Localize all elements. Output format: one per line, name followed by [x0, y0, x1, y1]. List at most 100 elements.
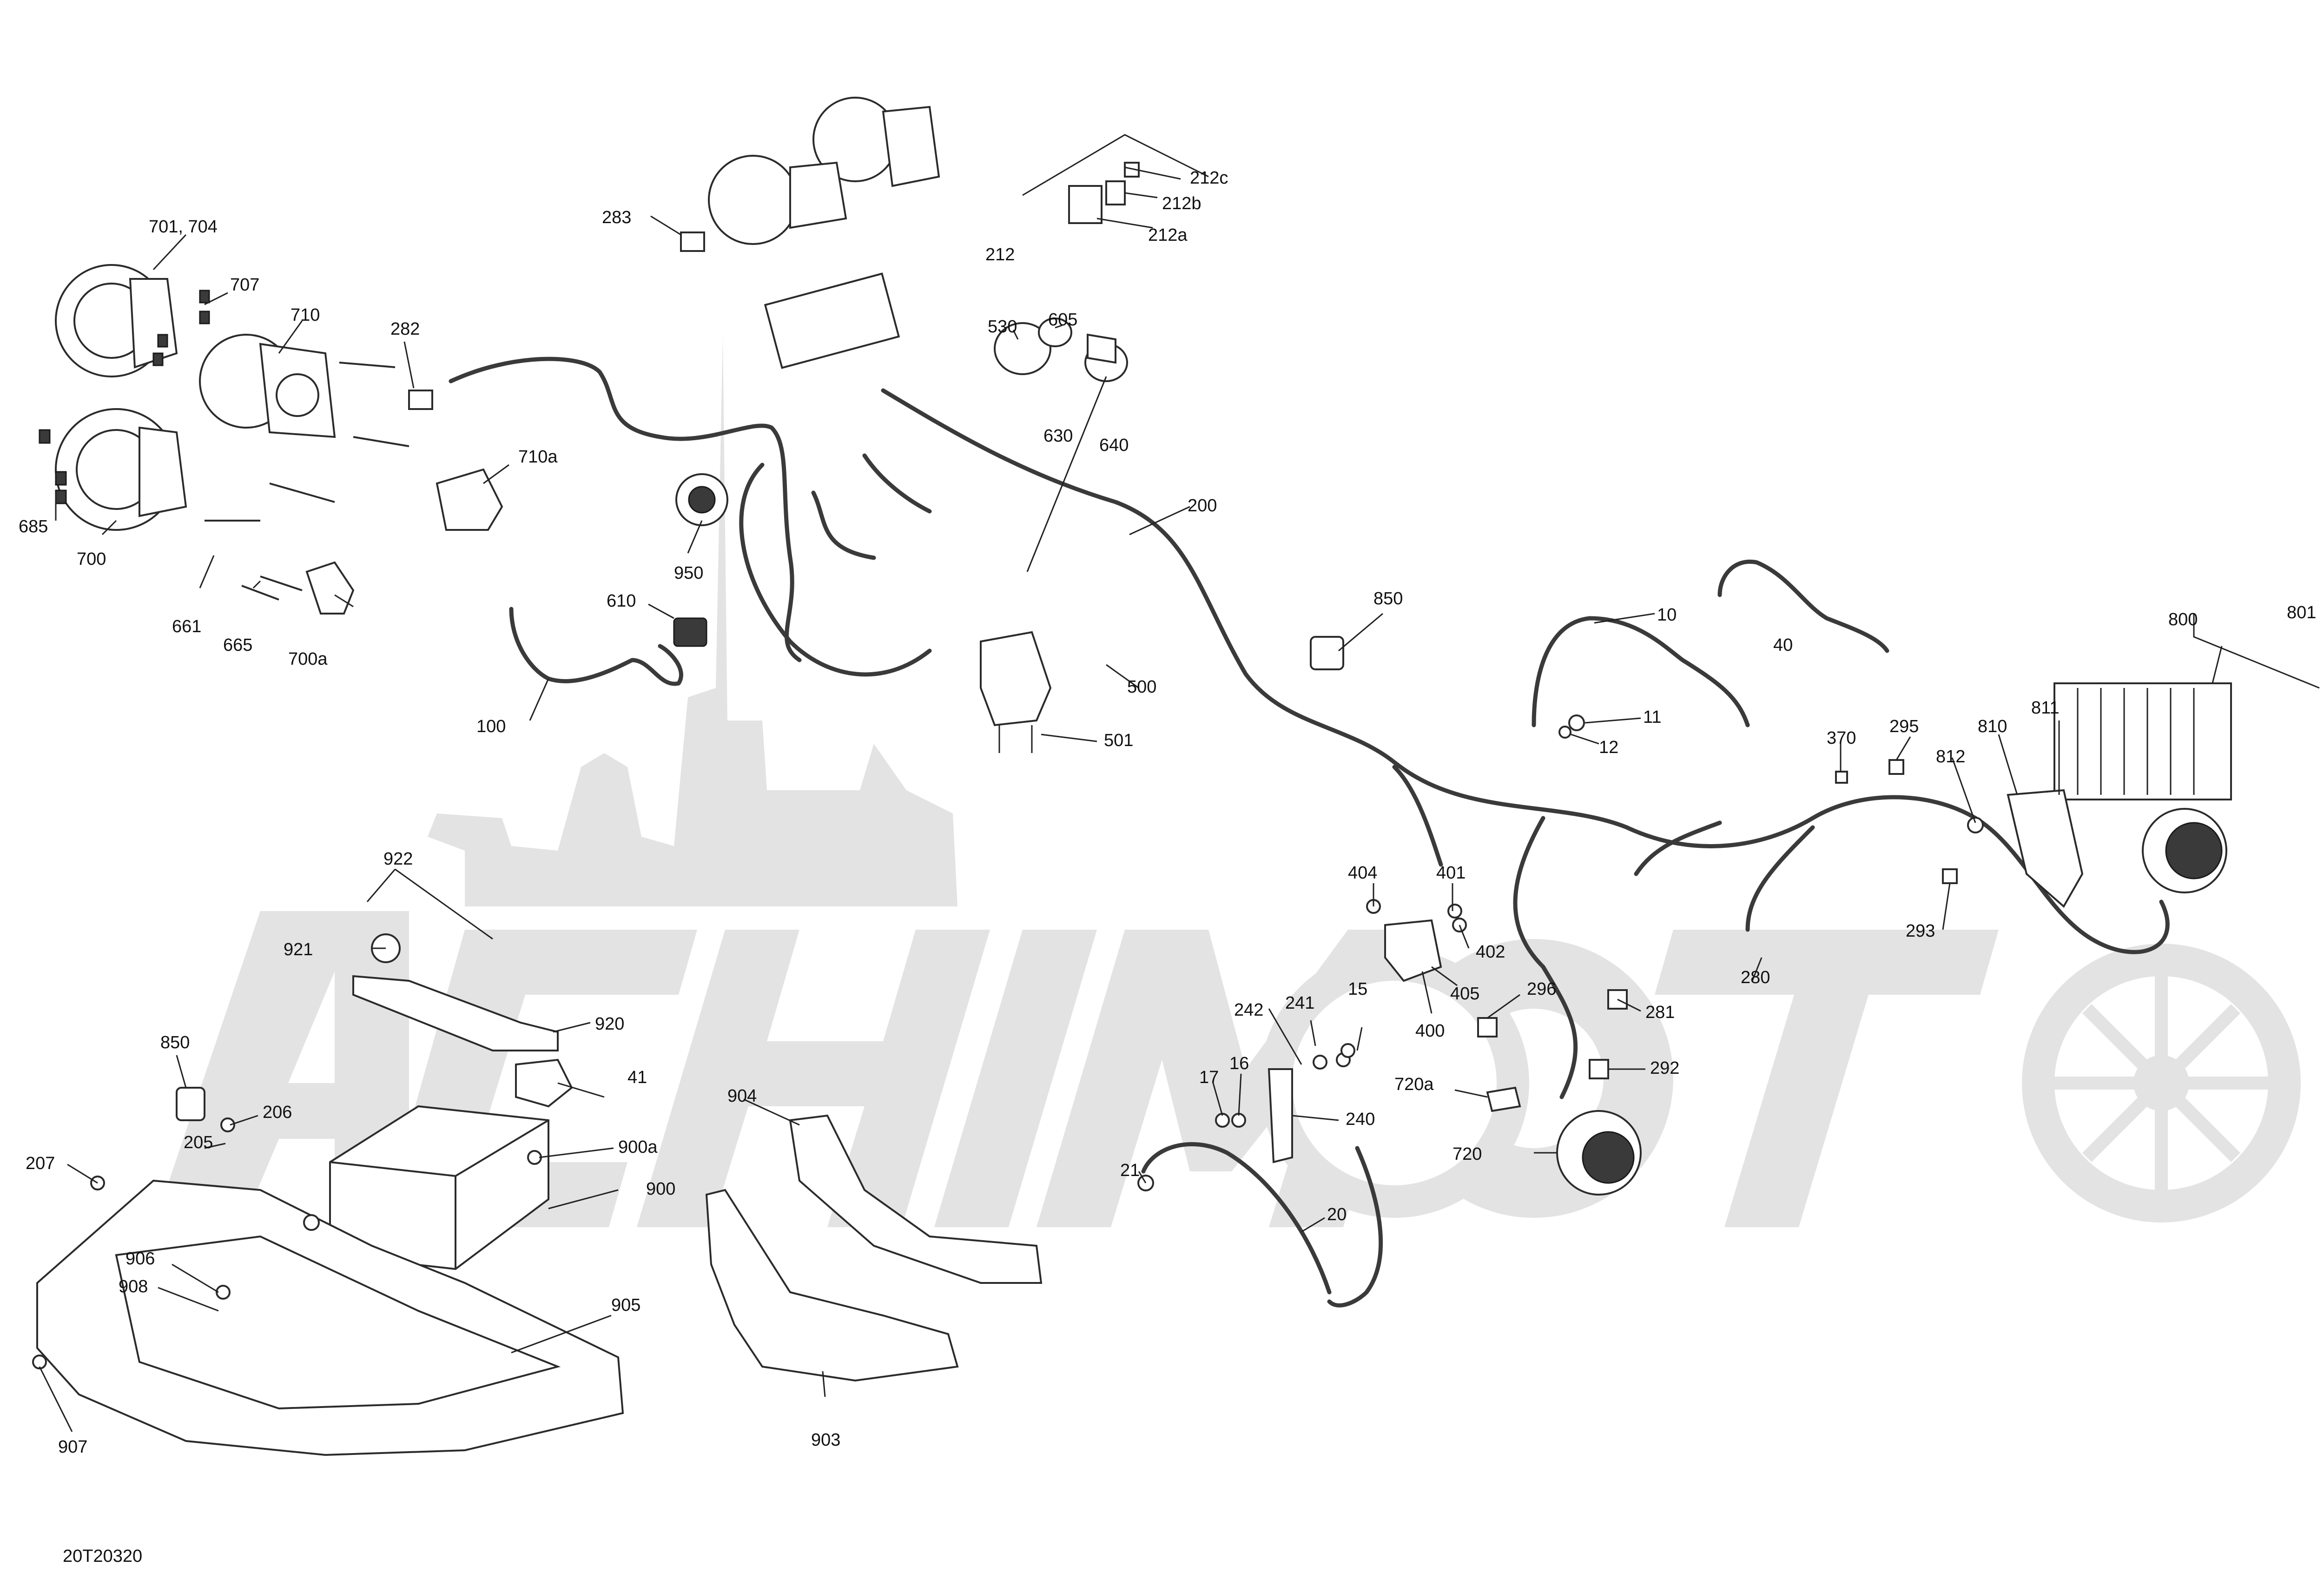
- label-17: 17: [1199, 1068, 1219, 1087]
- grommet-850-top: [1310, 636, 1344, 670]
- label-900a: 900a: [618, 1137, 658, 1157]
- watermark: [153, 335, 2301, 1227]
- watermark-letter-a: [153, 911, 409, 1227]
- knob-bolts-661-665: [205, 362, 409, 601]
- label-15: 15: [1348, 979, 1367, 999]
- label-605: 605: [1048, 310, 1077, 330]
- bulb-720a: [1486, 1086, 1521, 1112]
- label-16: 16: [1229, 1054, 1249, 1073]
- switch-group-530-640: [994, 317, 1128, 382]
- label-701-704: 701, 704: [149, 217, 218, 237]
- wiring-harness-100: [509, 607, 683, 686]
- label-630: 630: [1043, 426, 1073, 446]
- label-720a: 720a: [1394, 1075, 1434, 1094]
- label-241: 241: [1285, 993, 1314, 1013]
- label-296: 296: [1527, 979, 1556, 999]
- label-404: 404: [1348, 863, 1377, 883]
- watermark-cathedral: [428, 335, 957, 906]
- label-405: 405: [1450, 984, 1479, 1004]
- gauge-710: [199, 334, 336, 438]
- label-283: 283: [602, 208, 631, 227]
- label-41: 41: [627, 1068, 647, 1087]
- label-500: 500: [1127, 677, 1156, 697]
- watermark-letter-t: [1655, 930, 1999, 1227]
- label-295: 295: [1889, 717, 1919, 736]
- label-501: 501: [1104, 731, 1133, 750]
- label-40: 40: [1773, 635, 1793, 655]
- label-400: 400: [1415, 1021, 1445, 1041]
- watermark-wheel-left-inner: [1292, 981, 1497, 1185]
- label-293: 293: [1906, 921, 1935, 941]
- label-370: 370: [1827, 728, 1856, 748]
- battery-tray-905: [36, 1179, 624, 1456]
- label-903: 903: [811, 1430, 840, 1450]
- label-100: 100: [476, 717, 506, 736]
- handlebar-switch-500: [980, 631, 1052, 753]
- voltage-regulator-800: [2053, 682, 2232, 800]
- heat-shield-904: [789, 1114, 1043, 1284]
- label-700: 700: [77, 549, 106, 569]
- label-720: 720: [1452, 1144, 1482, 1164]
- label-212b: 212b: [1162, 194, 1202, 213]
- label-212: 212: [985, 245, 1015, 264]
- label-905: 905: [611, 1295, 640, 1315]
- label-707: 707: [230, 275, 259, 295]
- connector-set-212: [1022, 134, 1209, 224]
- label-665: 665: [223, 635, 252, 655]
- gauge-cluster-top: [708, 97, 940, 369]
- gauge-701-704: [55, 264, 178, 377]
- label-640: 640: [1099, 436, 1129, 455]
- label-281: 281: [1645, 1003, 1675, 1022]
- label-950: 950: [674, 563, 703, 583]
- bulb-700a: [305, 561, 355, 615]
- label-242: 242: [1234, 1000, 1263, 1020]
- label-907: 907: [58, 1437, 87, 1457]
- label-904: 904: [727, 1086, 757, 1106]
- ground-wire-10: [1532, 616, 1750, 727]
- label-21: 21: [1120, 1161, 1140, 1180]
- light-720: [1556, 1110, 1642, 1196]
- label-401: 401: [1436, 863, 1466, 883]
- label-700a: 700a: [288, 649, 328, 669]
- bracket-810: [2007, 789, 2084, 908]
- screw-group-685: [39, 429, 67, 504]
- label-212a: 212a: [1148, 225, 1188, 245]
- diagram-code: 20T20320: [63, 1547, 142, 1566]
- watermark-wheel-spokes: [2054, 976, 2268, 1190]
- label-200: 200: [1188, 496, 1217, 516]
- bracket-920: [352, 975, 559, 1051]
- label-685: 685: [19, 517, 48, 536]
- connector-610: [673, 617, 707, 647]
- label-812: 812: [1936, 747, 1965, 767]
- label-280: 280: [1741, 968, 1770, 987]
- label-205: 205: [184, 1133, 213, 1152]
- watermark-letter-i: [934, 930, 1097, 1227]
- label-850-top: 850: [1373, 589, 1403, 608]
- gauge-700: [55, 408, 187, 531]
- label-661: 661: [172, 617, 201, 636]
- connector-282: [408, 390, 433, 410]
- label-212c: 212c: [1190, 168, 1228, 188]
- label-20: 20: [1327, 1205, 1347, 1224]
- label-207: 207: [26, 1154, 55, 1173]
- label-900: 900: [646, 1179, 675, 1199]
- label-800: 800: [2168, 610, 2198, 629]
- label-801: 801: [2287, 603, 2316, 622]
- label-530: 530: [988, 317, 1017, 337]
- label-292: 292: [1650, 1058, 1679, 1078]
- grommet-850-bottom: [176, 1087, 205, 1121]
- label-610: 610: [607, 591, 636, 611]
- part-labels: 701, 704 707 710 685 700 661 665 700a 28…: [19, 168, 2316, 1566]
- screw-group-707: [152, 290, 210, 366]
- label-12: 12: [1599, 738, 1618, 757]
- ignition-switch-950: [675, 473, 728, 526]
- label-906: 906: [125, 1249, 155, 1269]
- label-922: 922: [383, 849, 413, 869]
- terminal-cover-41: [515, 1058, 573, 1108]
- label-908: 908: [119, 1277, 148, 1296]
- heat-shield-903: [705, 1189, 959, 1382]
- leader-lines: [39, 166, 2320, 1432]
- small-hardware: [32, 714, 1984, 1369]
- label-10: 10: [1657, 605, 1677, 625]
